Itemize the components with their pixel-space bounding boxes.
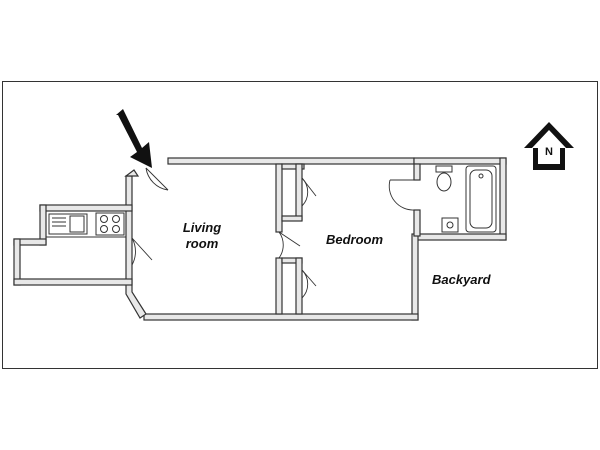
room-label-living: Living room [170, 220, 234, 252]
exterior-walls [13, 157, 507, 321]
doors [131, 167, 415, 299]
room-label-living-line1: Living [182, 220, 222, 235]
room-label-bedroom: Bedroom [326, 232, 384, 247]
bathroom-fixtures [435, 165, 497, 233]
kitchen-fixtures [45, 210, 127, 238]
room-label-living-line2: room [185, 236, 219, 251]
interior-walls [275, 163, 421, 315]
room-label-backyard: Backyard [432, 272, 491, 287]
compass-label: N [545, 146, 553, 158]
north-arrow-icon [524, 122, 574, 170]
entrance-arrow-icon [116, 109, 152, 168]
floor-plan-frame [2, 81, 598, 369]
